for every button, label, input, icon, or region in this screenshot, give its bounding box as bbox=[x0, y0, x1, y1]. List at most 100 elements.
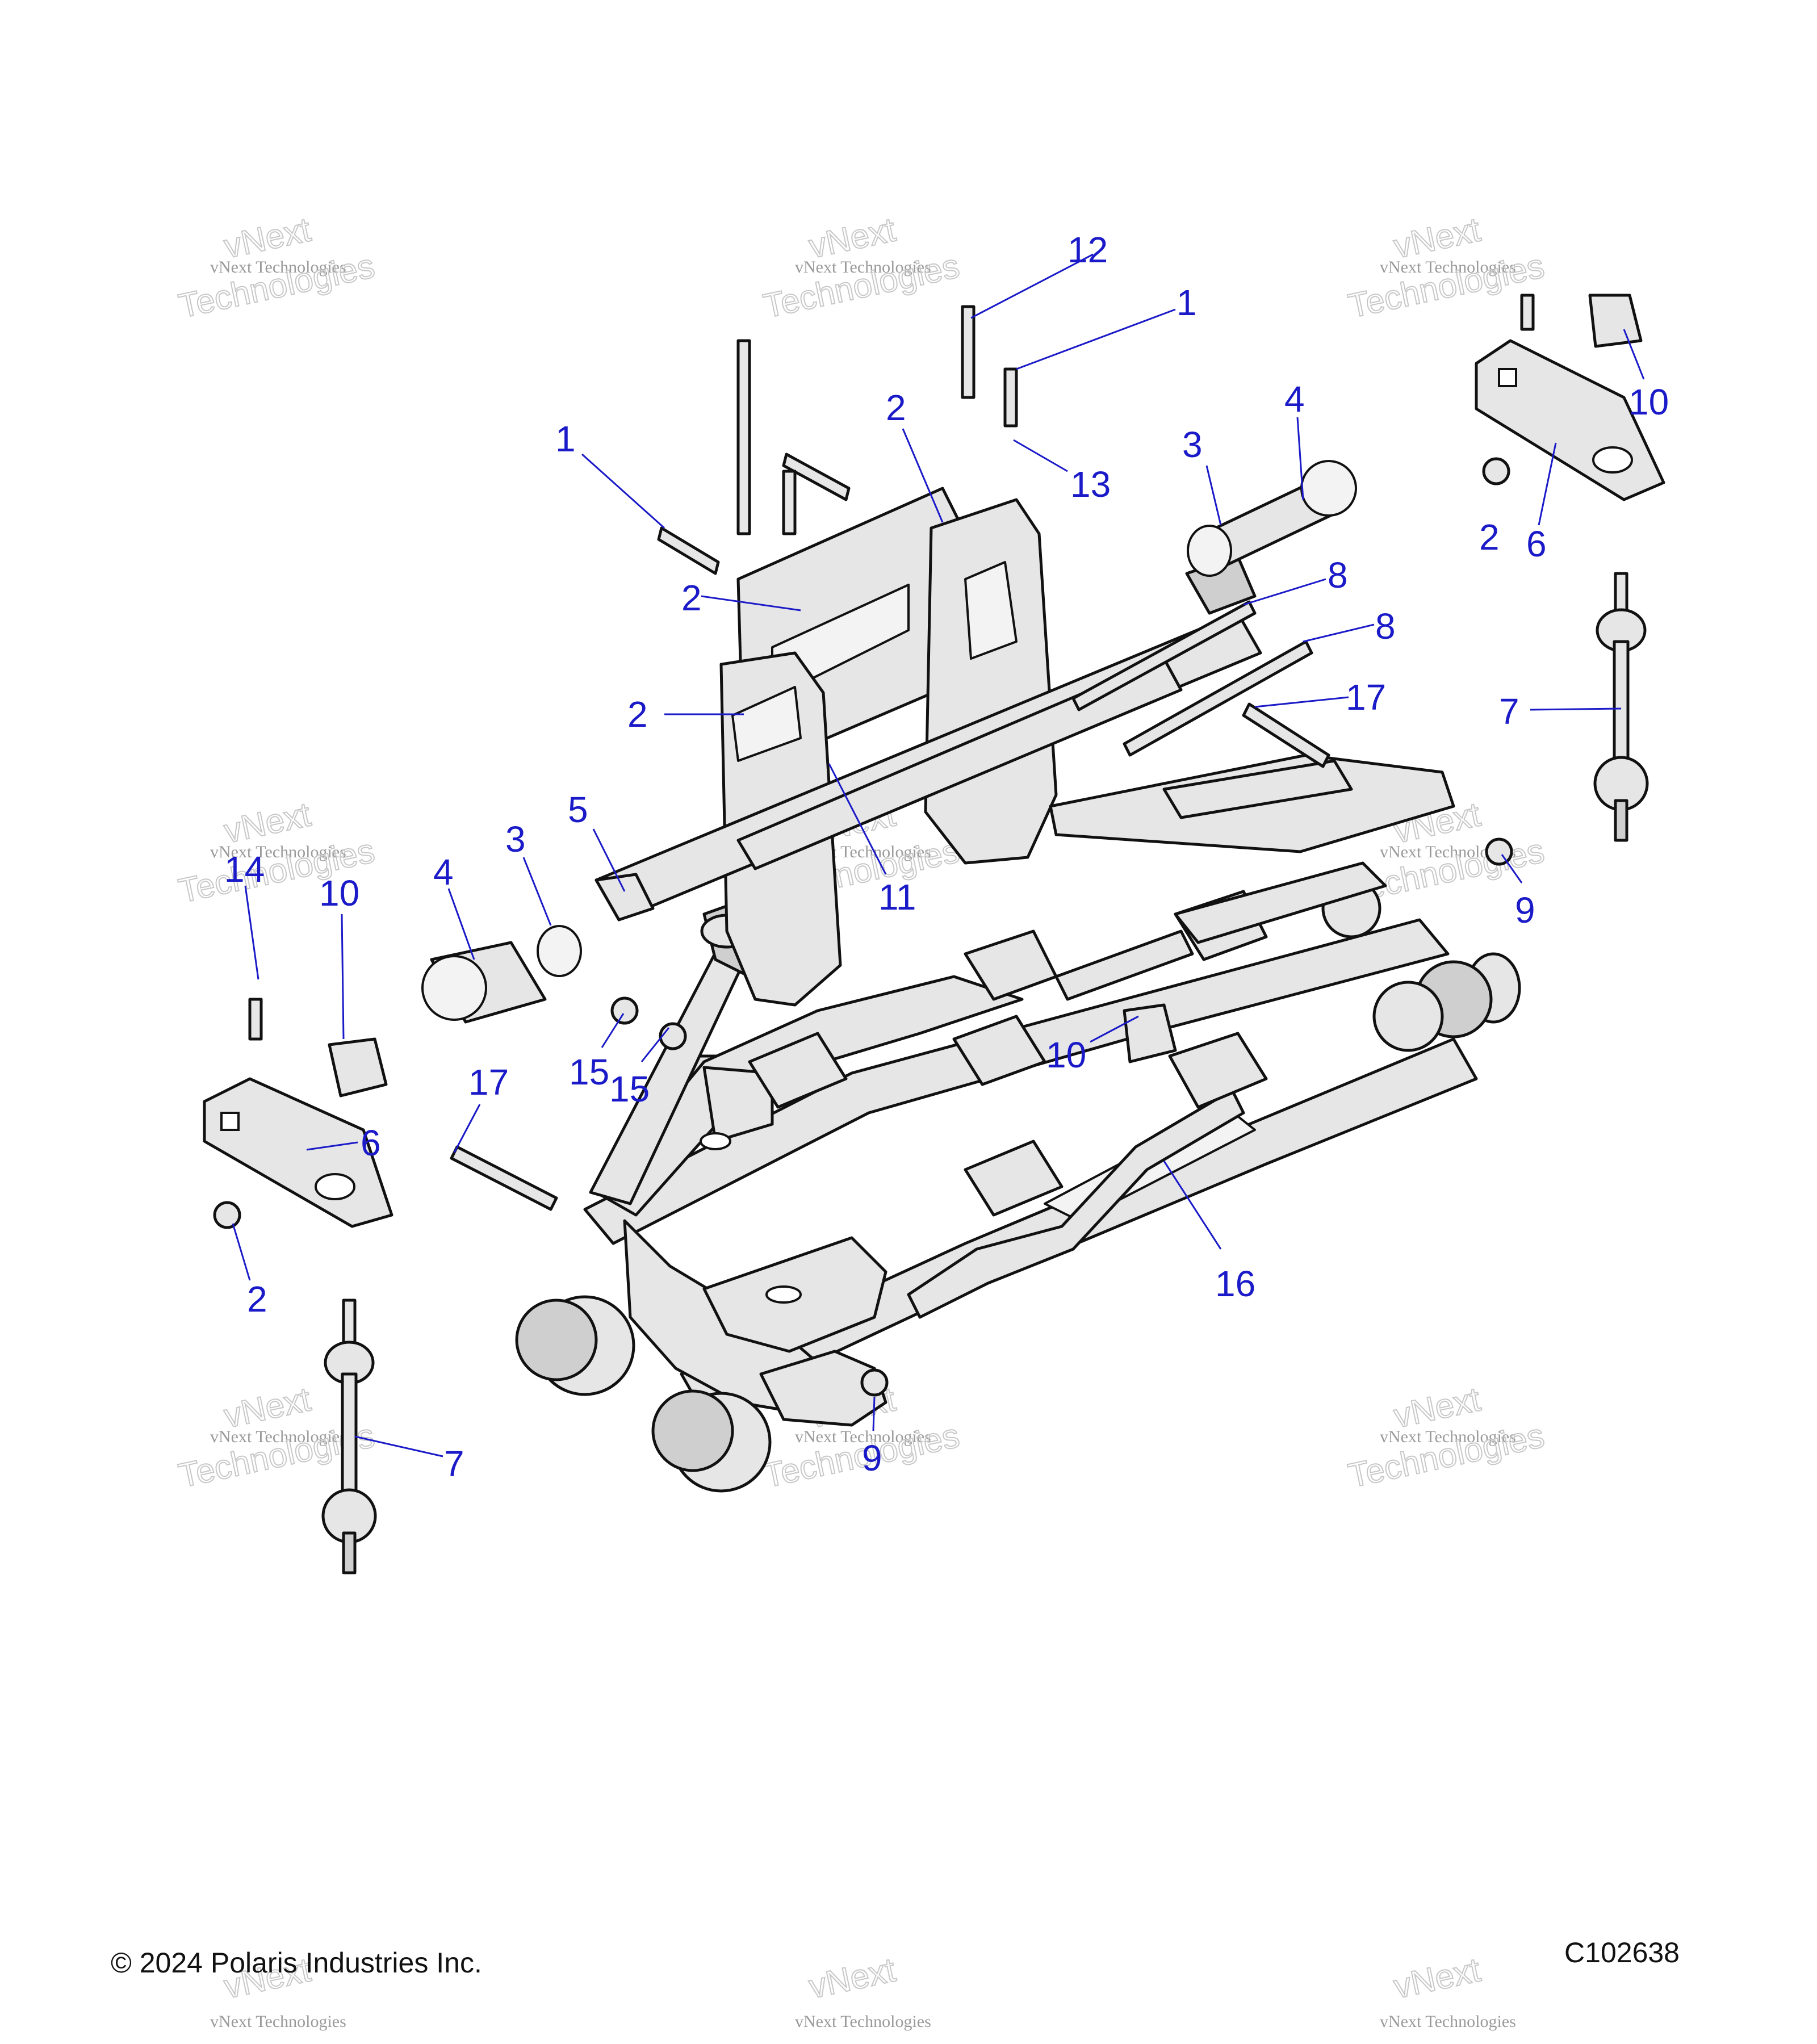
callout-2-right-bracket: 2 bbox=[1479, 517, 1500, 558]
callout-4-right: 4 bbox=[1284, 379, 1305, 500]
svg-text:3: 3 bbox=[1182, 424, 1203, 465]
callout-10-left: 10 bbox=[319, 873, 359, 1040]
svg-text:6: 6 bbox=[361, 1122, 381, 1163]
callout-10-top-right: 10 bbox=[1623, 329, 1669, 422]
rubber-stop-center bbox=[1123, 1003, 1177, 1063]
callout-7-right: 7 bbox=[1499, 691, 1622, 732]
callout-6-right: 6 bbox=[1526, 442, 1557, 564]
svg-text:9: 9 bbox=[1515, 890, 1535, 931]
svg-text:15: 15 bbox=[569, 1052, 609, 1092]
svg-text:11: 11 bbox=[878, 877, 916, 918]
callout-15-right: 15 bbox=[609, 1027, 670, 1109]
callout-16: 16 bbox=[1163, 1161, 1255, 1304]
svg-text:13: 13 bbox=[1070, 464, 1111, 505]
svg-text:8: 8 bbox=[1328, 555, 1348, 596]
svg-text:8: 8 bbox=[1375, 606, 1396, 647]
rear-arm-cylinders bbox=[748, 861, 1387, 1217]
svg-text:3: 3 bbox=[505, 819, 526, 860]
callout-2-left-bracket: 2 bbox=[232, 1223, 267, 1320]
svg-text:2: 2 bbox=[247, 1279, 267, 1320]
svg-text:10: 10 bbox=[319, 873, 359, 914]
drawing-number: C102638 bbox=[1564, 1937, 1680, 1968]
svg-text:6: 6 bbox=[1526, 523, 1547, 564]
watermark-low-right: vNext vNext Technologies Technologies bbox=[1345, 1379, 1548, 1495]
main-frame-bracket bbox=[719, 487, 1455, 1007]
callout-6-left: 6 bbox=[306, 1122, 381, 1163]
watermark-bottom-right: vNext vNext Technologies bbox=[1380, 1950, 1516, 2031]
svg-text:vNext: vNext bbox=[1391, 1950, 1484, 2005]
callout-2-frame-low: 2 bbox=[627, 694, 744, 735]
svg-text:2: 2 bbox=[886, 387, 906, 428]
callout-5: 5 bbox=[568, 789, 626, 892]
callout-10-center: 10 bbox=[1046, 1015, 1139, 1075]
callout-9-right: 9 bbox=[1501, 854, 1535, 931]
callout-14: 14 bbox=[224, 849, 265, 980]
svg-text:14: 14 bbox=[224, 849, 265, 890]
nut-set bbox=[213, 457, 1513, 1397]
callout-8-lower: 8 bbox=[1303, 606, 1396, 647]
svg-text:7: 7 bbox=[444, 1443, 464, 1484]
svg-text:vNext Technologies: vNext Technologies bbox=[795, 1427, 931, 1446]
watermark-top-right: vNext vNext Technologies Technologies bbox=[1345, 210, 1548, 325]
svg-text:1: 1 bbox=[555, 418, 576, 459]
svg-text:vNext Technologies: vNext Technologies bbox=[795, 258, 931, 277]
svg-text:4: 4 bbox=[1284, 379, 1305, 420]
svg-text:vNext Technologies: vNext Technologies bbox=[210, 843, 346, 861]
thrust-washer-left bbox=[537, 925, 582, 977]
rear-axle-rollers bbox=[515, 878, 1521, 1493]
callout-7-left: 7 bbox=[354, 1435, 464, 1484]
callout-17-left: 17 bbox=[453, 1062, 509, 1153]
svg-text:1: 1 bbox=[1177, 282, 1197, 323]
limiter-bracket-left bbox=[203, 1077, 393, 1228]
watermark-top-left: vNext vNext Technologies Technologies bbox=[175, 210, 379, 325]
callout-15-left: 15 bbox=[569, 1013, 625, 1092]
svg-text:2: 2 bbox=[1479, 517, 1500, 558]
shock-absorber-left bbox=[321, 1299, 377, 1574]
svg-text:vNext Technologies: vNext Technologies bbox=[1380, 1427, 1516, 1446]
callout-12: 12 bbox=[970, 229, 1108, 319]
svg-text:vNext Technologies: vNext Technologies bbox=[1380, 2012, 1516, 2031]
svg-text:vNext Technologies: vNext Technologies bbox=[795, 2012, 931, 2031]
thrust-washer-right bbox=[1187, 525, 1232, 577]
svg-text:17: 17 bbox=[1346, 677, 1386, 718]
callout-3-right: 3 bbox=[1182, 424, 1222, 526]
callout-1-top: 1 bbox=[1016, 282, 1197, 370]
svg-text:vNext Technologies: vNext Technologies bbox=[210, 2012, 346, 2031]
rubber-stop-left bbox=[328, 1037, 388, 1098]
svg-text:vNext Technologies: vNext Technologies bbox=[1380, 258, 1516, 277]
svg-text:vNext: vNext bbox=[806, 1950, 899, 2005]
svg-text:16: 16 bbox=[1215, 1263, 1255, 1304]
svg-text:10: 10 bbox=[1628, 382, 1669, 422]
callout-labels: 12 1 1 2 13 3 4 10 2 bbox=[224, 229, 1669, 1484]
svg-text:vNext Technologies: vNext Technologies bbox=[210, 258, 346, 277]
rubber-stop-right bbox=[1588, 294, 1643, 348]
svg-text:15: 15 bbox=[609, 1069, 650, 1109]
svg-text:5: 5 bbox=[568, 789, 588, 830]
svg-text:vNext Technologies: vNext Technologies bbox=[210, 1427, 346, 1446]
callout-2-frame-mid: 2 bbox=[681, 577, 801, 618]
callout-3-left: 3 bbox=[505, 819, 552, 926]
svg-text:2: 2 bbox=[627, 694, 648, 735]
callout-17-right: 17 bbox=[1254, 677, 1386, 718]
callout-1-left: 1 bbox=[555, 418, 665, 529]
callout-2-top: 2 bbox=[886, 387, 944, 523]
callout-4-left: 4 bbox=[433, 852, 475, 960]
svg-text:12: 12 bbox=[1067, 229, 1108, 270]
limiter-bracket-right bbox=[1475, 339, 1665, 501]
callout-13: 13 bbox=[1013, 439, 1111, 505]
watermark-bottom-center: vNext vNext Technologies bbox=[795, 1950, 931, 2031]
callout-11: 11 bbox=[828, 763, 916, 918]
svg-text:7: 7 bbox=[1499, 691, 1519, 732]
callout-8-upper: 8 bbox=[1243, 555, 1348, 606]
svg-text:9: 9 bbox=[862, 1438, 882, 1478]
bolt-set bbox=[248, 294, 1535, 1211]
svg-text:4: 4 bbox=[433, 852, 454, 893]
callout-9-bottom: 9 bbox=[862, 1396, 882, 1478]
svg-text:2: 2 bbox=[681, 577, 702, 618]
pivot-bushing-left bbox=[421, 941, 547, 1024]
shock-absorber-right bbox=[1593, 572, 1649, 842]
svg-text:17: 17 bbox=[468, 1062, 509, 1103]
svg-text:10: 10 bbox=[1046, 1034, 1086, 1075]
copyright-notice: © 2024 Polaris Industries Inc. bbox=[111, 1947, 482, 1979]
